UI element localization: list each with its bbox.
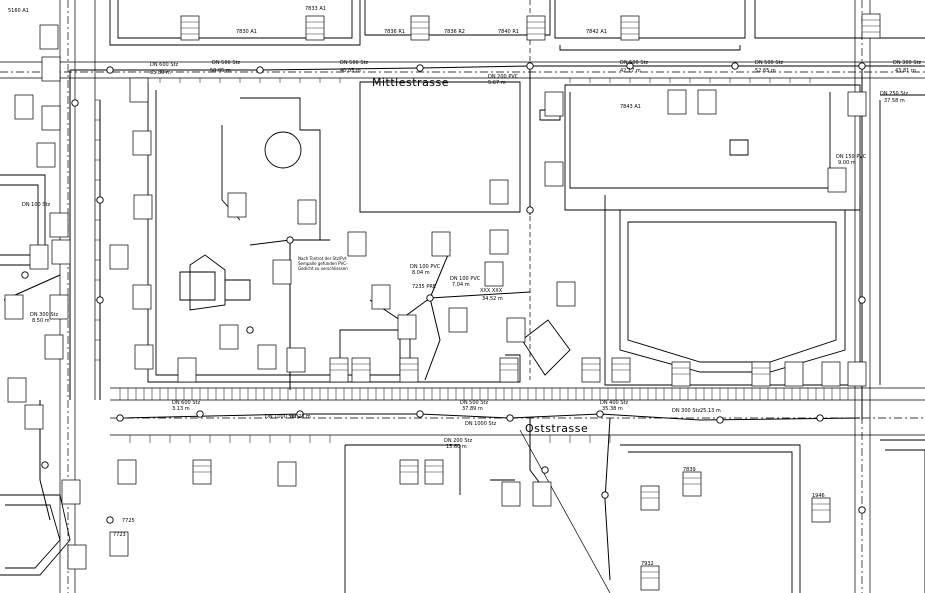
curb-hatching [95,78,849,443]
pipe-label: 50.05 m [210,68,231,74]
pipe-labels: DN 600 Stz 35.80 m DN 500 Stz 50.05 m DN… [22,60,921,450]
manhole [858,62,866,70]
manhole [116,414,124,422]
pipe-label: DN 500 Stz [212,60,240,66]
pipe-label: 37.58 m [884,98,905,104]
manhole [296,410,304,418]
pipe-label: DN 500 Stz [340,60,368,66]
manhole [246,326,254,334]
manhole [858,296,866,304]
manhole [196,410,204,418]
manhole [601,491,609,499]
pipe-label: 8.50 m [32,318,50,324]
pipe-label: XXX XXX [480,288,503,294]
pipe-label: 37.89 m [462,406,483,412]
pipe-label: DN 500 Stz [620,60,648,66]
manhole [731,62,739,70]
manhole-data-boxes [4,13,881,591]
parcel-label: 5160 A1 [8,8,29,14]
pipe-label: 3.13 m [172,406,190,412]
manhole [106,516,114,524]
parcel-label: 7840 R1 [498,29,519,35]
annotation-note: Nach Tontrot der Stz/Pvt Sempalle gefund… [298,256,348,271]
manhole [506,414,514,422]
pipe-label: 42.17 m [620,68,641,74]
parcel-label: 7833 A1 [305,6,326,12]
node-label: 7725 [122,518,135,524]
manhole [21,271,29,279]
pipe-label: DN 200 PVC [488,74,519,80]
parcel-label: 7836 R2 [444,29,465,35]
manhole [416,410,424,418]
manhole [816,414,824,422]
pipe-label: 9.00 m [838,160,856,166]
pipe-label: DN 300 Stz [30,312,58,318]
pipe-label: DN 100 PVC [410,264,441,270]
node-label: 1946 [812,493,825,499]
manhole [716,416,724,424]
pipe-label: DN 100 PVC [450,276,481,282]
manhole [256,66,264,74]
manhole [96,196,104,204]
pipe-label: DN 300 Stz [672,408,700,414]
street-label-mittlestrasse: Mittlestrasse [372,76,449,89]
manhole [416,64,424,72]
manhole [71,99,79,107]
pipe-label: 52.65 m [755,68,776,74]
manhole [286,236,294,244]
pipe-label: DN 250 Stz [880,91,908,97]
manhole [96,296,104,304]
pipe-label: DN 300 Stz [893,60,921,66]
parcel-label: 7842 A1 [586,29,607,35]
pipe-label: DN 200 Stz [444,438,472,444]
pipe-label: 60.23 m [290,414,311,420]
manholes [21,62,866,524]
node-label: 7932 [641,561,654,567]
manhole [426,294,434,302]
manhole [526,206,534,214]
manhole [626,62,634,70]
pipe-label: DN 100 Stz [22,202,50,208]
pipe-label: 15.60 m [446,444,467,450]
node-label: 7839 [683,467,696,473]
parcel-label: 7843 A1 [620,104,641,110]
pipe-label: DN 150 PVC [836,154,867,160]
pipe-label: 34.52 m [482,296,503,302]
pipe-label: 40.05 m [340,68,361,74]
manhole [106,66,114,74]
pipe-label: DN 500 Stz [460,400,488,406]
manhole [526,62,534,70]
pipe-label: DN 600 Stz [150,62,178,68]
pipe-label: 43.81 m [895,68,916,74]
pipe-label: DN 1000 Stz [465,421,497,427]
node-label: 7235 PRE [412,284,436,290]
street-label-oststrasse: Oststrasse [525,422,588,435]
parcel-label: 7830 A1 [236,29,257,35]
pipe-label: 35.38 m [602,406,623,412]
node-label: 7723 [113,532,126,538]
pipe-label: DN 500 Stz [755,60,783,66]
pipe-label: 5.67 m [488,80,506,86]
pipe-label: 7.04 m [452,282,470,288]
data-box-rows [181,19,880,579]
manhole [596,410,604,418]
parcel-label: 7836 R1 [384,29,405,35]
pipe-label: DN 600 Stz [172,400,200,406]
manhole [541,466,549,474]
pipe-label: 25.13 m [700,408,721,414]
pipe-label: DN 400 Stz [600,400,628,406]
pipe-label: DN 1000 Stz [265,414,297,420]
pipe-label: 8.04 m [412,270,430,276]
manhole [41,461,49,469]
pipe-label: 35.80 m [150,70,171,76]
manhole [858,506,866,514]
